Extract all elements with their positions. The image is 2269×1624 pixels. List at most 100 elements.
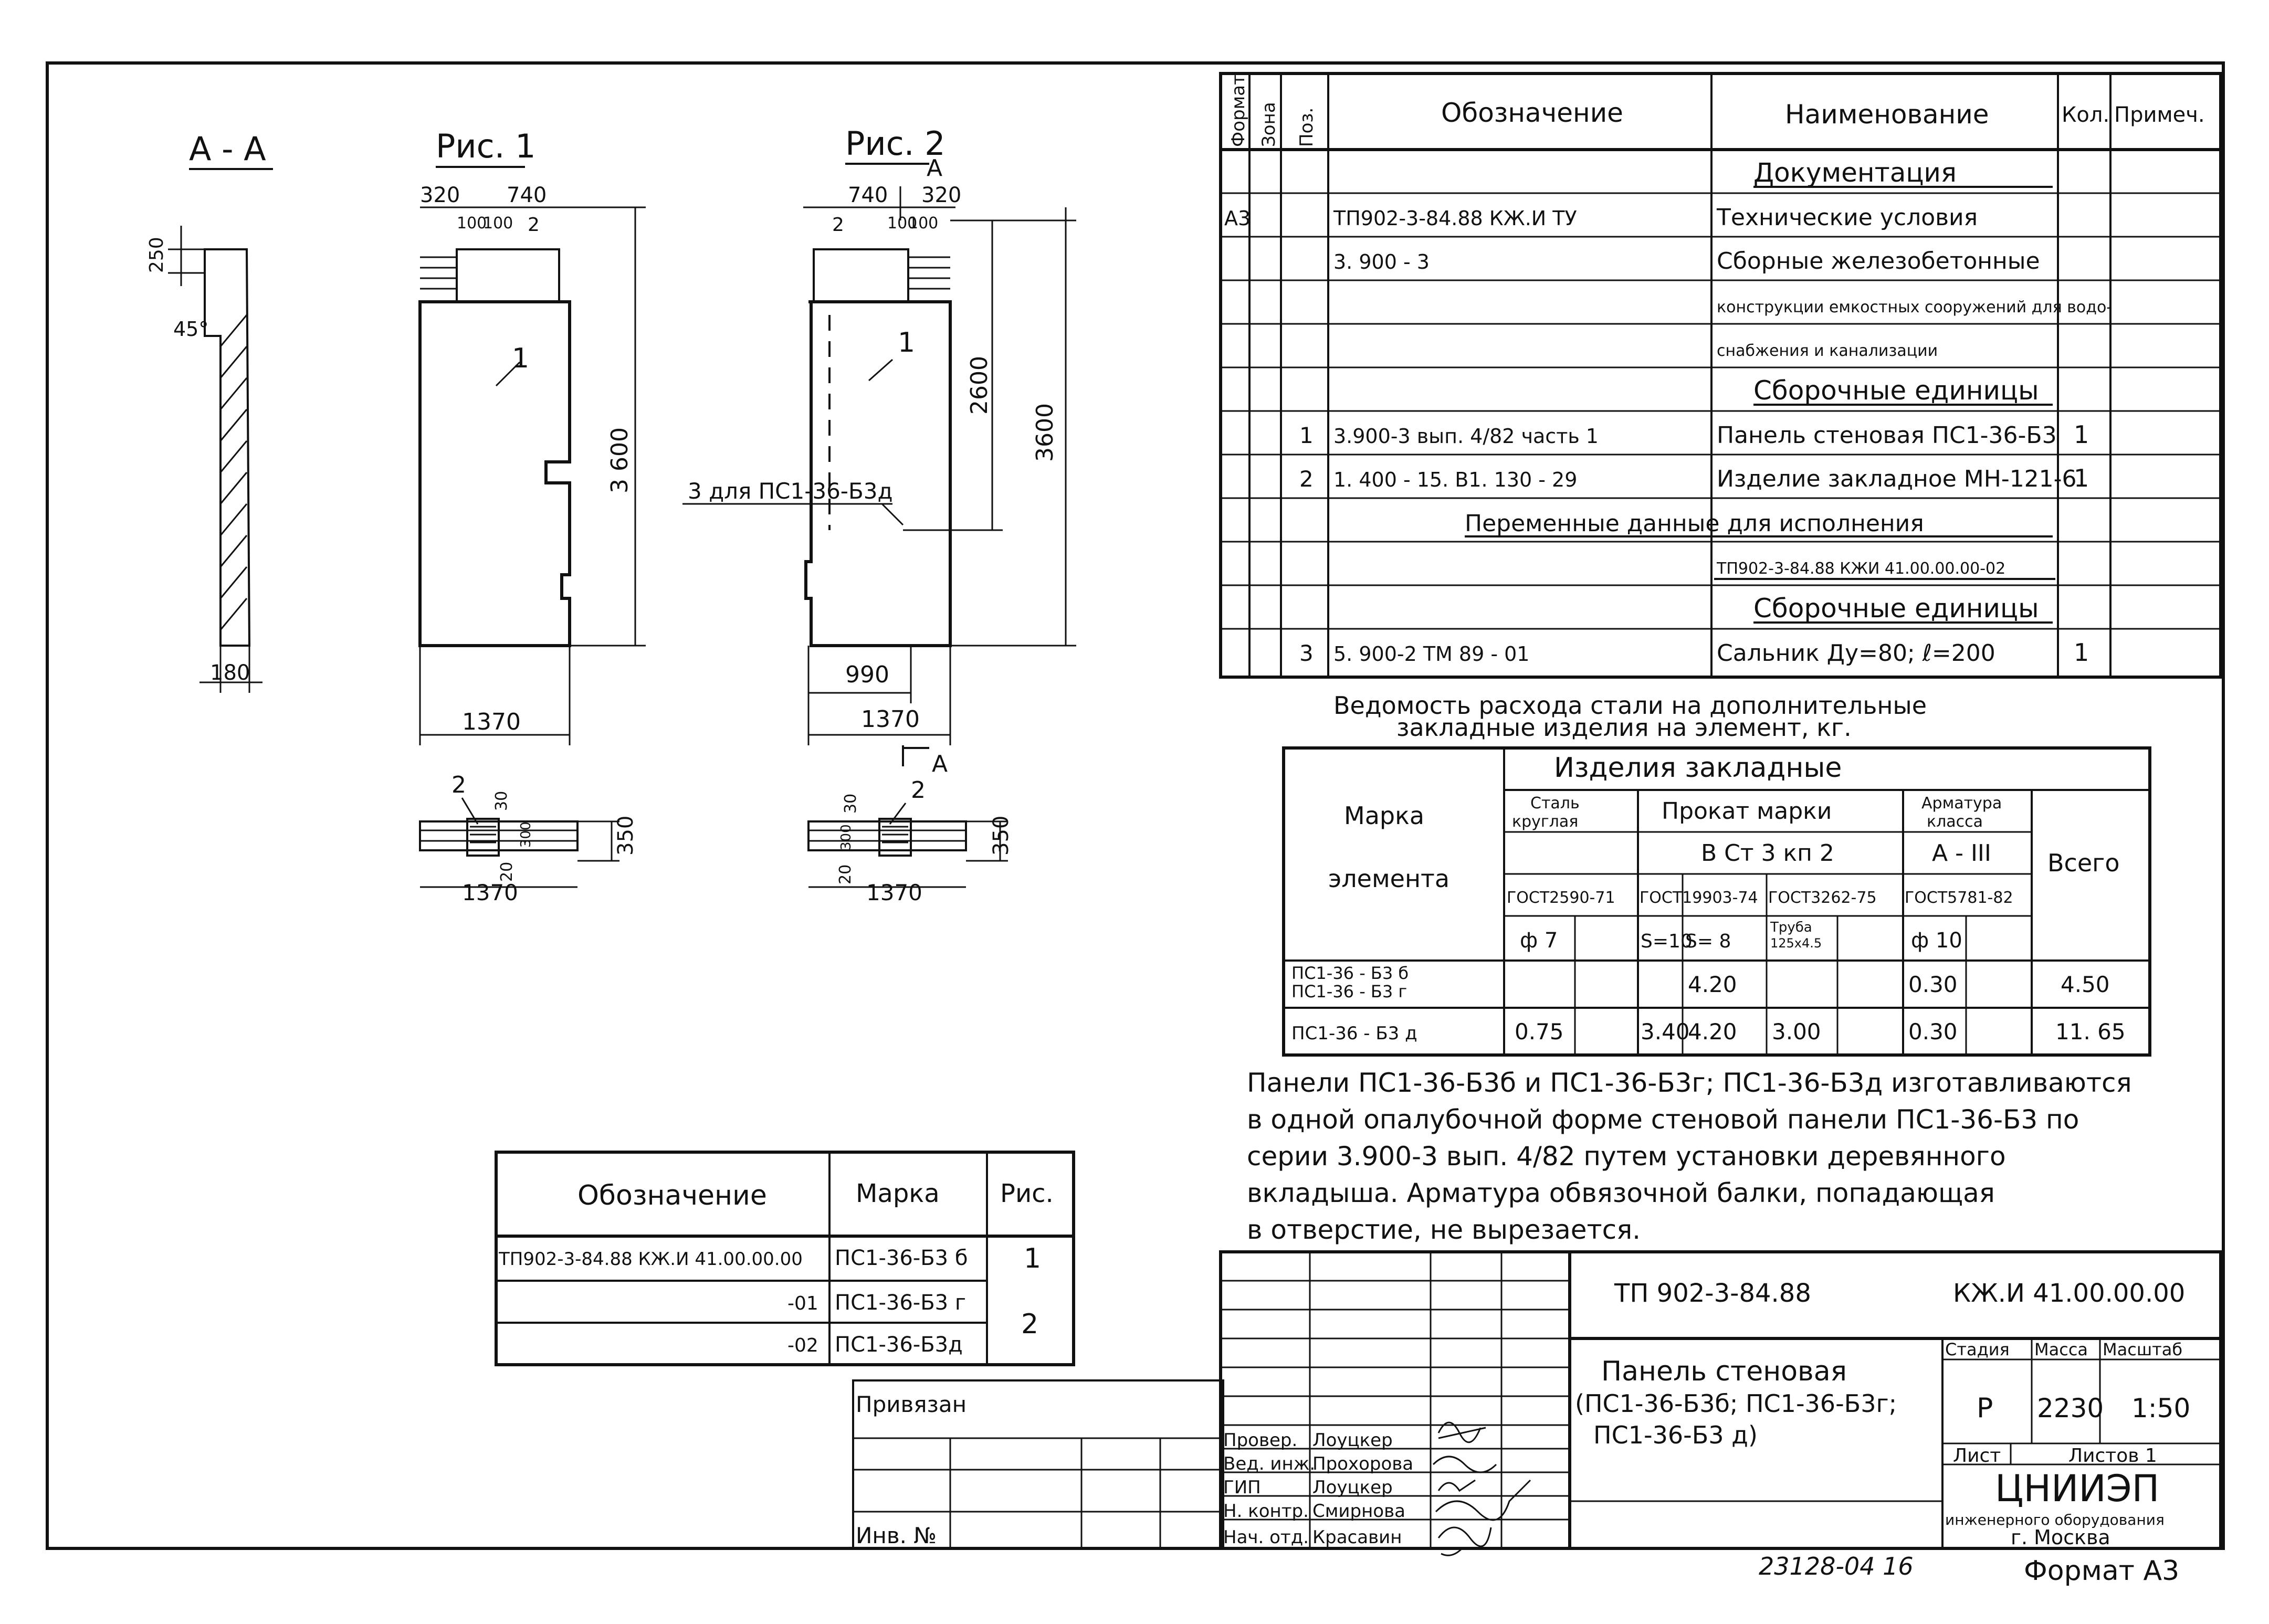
steel-h-gost2: ГОСТ19903-74 bbox=[1640, 889, 1758, 907]
sheet-frame bbox=[46, 61, 2225, 1550]
spec-cell-pos: 3 bbox=[1299, 640, 1314, 666]
spec-cell-qty: 1 bbox=[2074, 420, 2089, 449]
steel-h-aiii: А - III bbox=[1932, 840, 1991, 867]
steel-row2-mark1: ПС1-36 - Б3 д bbox=[1291, 1023, 1417, 1044]
plan-1: 2 30 300 20 350 1370 bbox=[419, 772, 638, 905]
inv-label: Инв. № bbox=[856, 1523, 937, 1548]
steel-title-line2: закладные изделия на элемент, кг. bbox=[1396, 713, 1852, 742]
steel-h-pipe-line1: Труба bbox=[1770, 920, 1812, 935]
note-line5: в отверстие, не вырезается. bbox=[1247, 1215, 1641, 1245]
signer3-name: Лоуцкер bbox=[1312, 1477, 1393, 1498]
note-text: Панели ПС1-36-Б3б и ПС1-36-Б3г; ПС1-36-Б… bbox=[1247, 1068, 2132, 1245]
spec-cell-qty: 1 bbox=[2074, 464, 2089, 492]
var-row1-fig: 1 bbox=[1024, 1243, 1041, 1274]
spec-cell-format: А3 bbox=[1224, 207, 1251, 230]
steel-h-d10: ф 10 bbox=[1911, 929, 1962, 953]
steel-row1-d10: 0.30 bbox=[1908, 972, 1958, 997]
var-h-mark: Марка bbox=[856, 1179, 940, 1208]
org-line2: инженерного оборудования bbox=[1945, 1511, 2165, 1528]
spec-cell-name: Сборочные единицы bbox=[1753, 593, 2039, 624]
doc-number: КЖ.И 41.00.00.00 bbox=[1953, 1279, 2185, 1308]
p2-dim-1370: 1370 bbox=[866, 880, 922, 905]
spec-h-note: Примеч. bbox=[2114, 103, 2205, 127]
h-scale: Масштаб bbox=[2103, 1340, 2182, 1359]
var-row2-fig: 2 bbox=[1021, 1309, 1038, 1340]
steel-row2-pipe: 3.00 bbox=[1772, 1019, 1821, 1045]
signer1-name: Лоуцкер bbox=[1312, 1430, 1393, 1451]
drawings-area: А - А 250 45° 180 Рис. 1 320 740 100 bbox=[146, 124, 1076, 905]
steel-table: Ведомость расхода стали на дополнительны… bbox=[1282, 691, 2151, 1057]
f1-dim-3600: 3 600 bbox=[606, 427, 633, 493]
steel-h-round-line1: Сталь bbox=[1530, 794, 1580, 813]
variants-table: Обозначение Марка Рис. ТП902-3-84.88 КЖ.… bbox=[495, 1151, 1075, 1366]
steel-h-round-line2: круглая bbox=[1512, 813, 1578, 831]
f2-dim-320: 320 bbox=[921, 183, 961, 207]
title-line2: (ПС1-36-Б3б; ПС1-36-Б3г; bbox=[1575, 1389, 1897, 1418]
f1-pos2: 2 bbox=[528, 214, 540, 236]
steel-row1-mark2: ПС1-36 - Б3 г bbox=[1291, 982, 1407, 1001]
spec-cell-name: конструкции емкостных сооружений для вод… bbox=[1717, 298, 2112, 317]
spec-cell-designation: 5. 900-2 ТМ 89 - 01 bbox=[1333, 642, 1530, 666]
f2-dim-100b: 100 bbox=[908, 214, 938, 233]
steel-h-mark-line1: Марка bbox=[1344, 802, 1424, 830]
note-line1: Панели ПС1-36-Б3б и ПС1-36-Б3г; ПС1-36-Б… bbox=[1247, 1068, 2132, 1098]
steel-h-rebar-line1: Арматура bbox=[1921, 794, 2002, 813]
steel-h-total: Всего bbox=[2047, 849, 2119, 877]
spec-h-designation: Обозначение bbox=[1441, 98, 1623, 128]
steel-h-vst: В Ст 3 кп 2 bbox=[1701, 840, 1834, 867]
plan-2: 2 30 300 20 350 1370 bbox=[807, 777, 1013, 905]
spec-h-name: Наименование bbox=[1785, 99, 1989, 130]
steel-h-mark-line2: элемента bbox=[1328, 864, 1449, 893]
f1-dim-320: 320 bbox=[420, 183, 460, 207]
note-line2: в одной опалубочной форме стеновой панел… bbox=[1247, 1104, 2079, 1135]
spec-table: Формат Зона Поз. Обозначение Наименовани… bbox=[1219, 72, 2222, 679]
p2-pos2: 2 bbox=[911, 777, 926, 804]
sec-dim-250: 250 bbox=[146, 237, 167, 273]
fig2-label: Рис. 2 bbox=[845, 124, 946, 163]
f2-dim-990: 990 bbox=[845, 661, 889, 688]
p1-dim-1370: 1370 bbox=[462, 880, 518, 905]
signer5-role: Нач. отд. bbox=[1223, 1527, 1309, 1548]
h-stage: Стадия bbox=[1945, 1340, 2010, 1359]
spec-h-pos: Поз. bbox=[1296, 108, 1317, 147]
steel-row2-d10: 0.30 bbox=[1908, 1019, 1958, 1045]
f2-cut-a-top: А bbox=[927, 155, 942, 182]
spec-cell-pos: 1 bbox=[1299, 423, 1314, 448]
spec-variable-data-caption: Переменные данные для исполнения bbox=[1465, 510, 1924, 537]
scale-value: 1:50 bbox=[2131, 1393, 2190, 1423]
p1-dim-20: 20 bbox=[498, 862, 516, 882]
steel-h-gost3: ГОСТ3262-75 bbox=[1768, 889, 1877, 907]
steel-h-gost4: ГОСТ5781-82 bbox=[1905, 889, 2013, 907]
p1-dim-300: 300 bbox=[518, 821, 534, 848]
title-block: Провер. Лоуцкер Вед. инж. Прохорова ГИП … bbox=[1219, 1250, 2222, 1556]
steel-row1-mark1: ПС1-36 - Б3 б bbox=[1291, 963, 1409, 983]
h-mass: Масса bbox=[2034, 1340, 2088, 1359]
var-row1-designation: ТП902-3-84.88 КЖ.И 41.00.00.00 bbox=[498, 1249, 803, 1270]
var-row2-mark: ПС1-36-Б3 г bbox=[835, 1291, 966, 1315]
f2-pos1: 1 bbox=[898, 327, 915, 358]
spec-cell-pos: 2 bbox=[1299, 466, 1314, 492]
note-line3: серии 3.900-3 вып. 4/82 путем установки … bbox=[1247, 1141, 2006, 1172]
f2-dim-3600: 3600 bbox=[1032, 403, 1058, 462]
steel-h-pipe-line2: 125х4.5 bbox=[1770, 936, 1822, 951]
var-row2-designation: -01 bbox=[787, 1293, 818, 1314]
binding-block: Привязан Инв. № bbox=[852, 1379, 1224, 1549]
f1-dim-100b: 100 bbox=[483, 214, 513, 233]
title-line3: ПС1-36-Б3 д) bbox=[1593, 1421, 1758, 1449]
var-row1-mark: ПС1-36-Б3 б bbox=[835, 1246, 968, 1270]
spec-cell-name: Сальник Ду=80; ℓ=200 bbox=[1717, 640, 1995, 667]
p1-dim-30: 30 bbox=[492, 791, 511, 811]
steel-row1-total: 4.50 bbox=[2061, 972, 2110, 997]
steel-h-rolled: Прокат марки bbox=[1662, 798, 1832, 825]
steel-row2-d7: 0.75 bbox=[1515, 1019, 1564, 1045]
var-h-fig: Рис. bbox=[1000, 1179, 1054, 1208]
var-h-designation: Обозначение bbox=[577, 1180, 767, 1211]
signer2-name: Прохорова bbox=[1312, 1453, 1413, 1474]
spec-cell-name: Сборочные единицы bbox=[1753, 375, 2039, 406]
f2-pos3-note: 3 для ПС1-36-Б3д bbox=[688, 478, 893, 504]
f2-cut-a-bottom: А bbox=[932, 751, 948, 777]
spec-cell-designation: ТП902-3-84.88 КЖ.И ТУ bbox=[1333, 207, 1577, 230]
section-aa-label: А - А bbox=[189, 130, 266, 168]
f1-dim-740: 740 bbox=[507, 183, 547, 207]
spec-cell-name: Панель стеновая ПС1-36-Б3 bbox=[1717, 422, 2057, 449]
